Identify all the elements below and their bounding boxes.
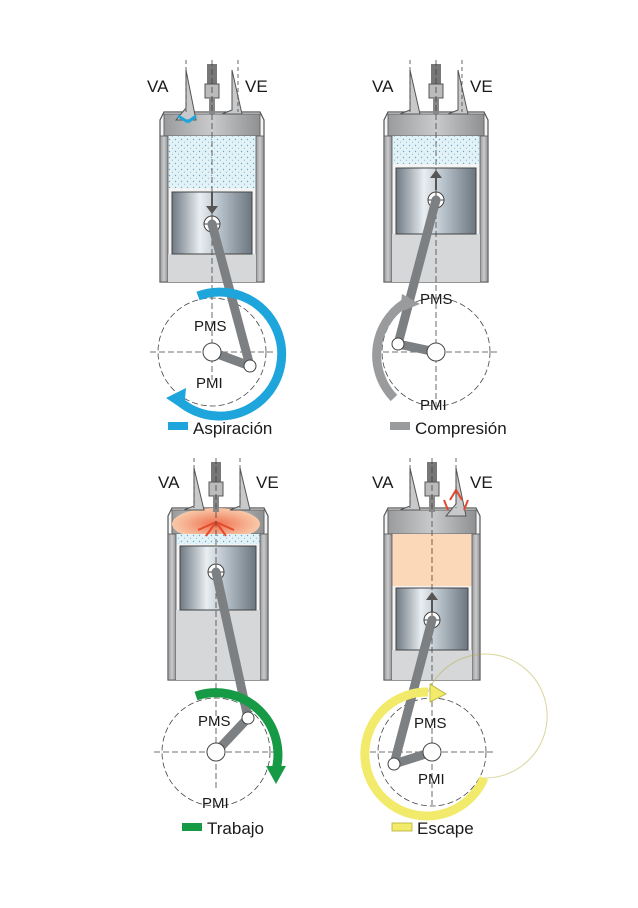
label-pmi: PMI bbox=[196, 375, 223, 392]
legend-swatch-escape bbox=[391, 822, 413, 832]
panel-escape: VA VE PMS PMI Escape bbox=[360, 458, 548, 838]
label-ve: VE bbox=[245, 77, 268, 96]
label-pmi: PMI bbox=[420, 397, 447, 414]
label-ve: VE bbox=[470, 473, 493, 492]
label-pmi: PMI bbox=[202, 795, 229, 812]
panel-aspiracion: VA VE bbox=[147, 60, 287, 438]
label-pms: PMS bbox=[420, 291, 453, 308]
panel-compresion: VA VE PMS PMI Compresión bbox=[372, 60, 507, 438]
label-pms: PMS bbox=[414, 715, 447, 732]
label-pms: PMS bbox=[194, 318, 227, 335]
legend-trabajo: Trabajo bbox=[207, 819, 264, 838]
legend-swatch-trabajo bbox=[182, 823, 202, 831]
label-ve: VE bbox=[256, 473, 279, 492]
label-va: VA bbox=[372, 473, 394, 492]
legend-swatch-aspiracion bbox=[168, 422, 188, 430]
panel-trabajo: VA VE PMS PMI Trabajo bbox=[154, 458, 286, 838]
label-pms: PMS bbox=[198, 713, 231, 730]
label-ve: VE bbox=[470, 77, 493, 96]
label-va: VA bbox=[147, 77, 169, 96]
legend-escape: Escape bbox=[417, 819, 474, 838]
legend-swatch-compresion bbox=[390, 422, 410, 430]
label-pmi: PMI bbox=[418, 771, 445, 788]
label-va: VA bbox=[372, 77, 394, 96]
legend-compresion: Compresión bbox=[415, 419, 507, 438]
legend-aspiracion: Aspiración bbox=[193, 419, 272, 438]
label-va: VA bbox=[158, 473, 180, 492]
